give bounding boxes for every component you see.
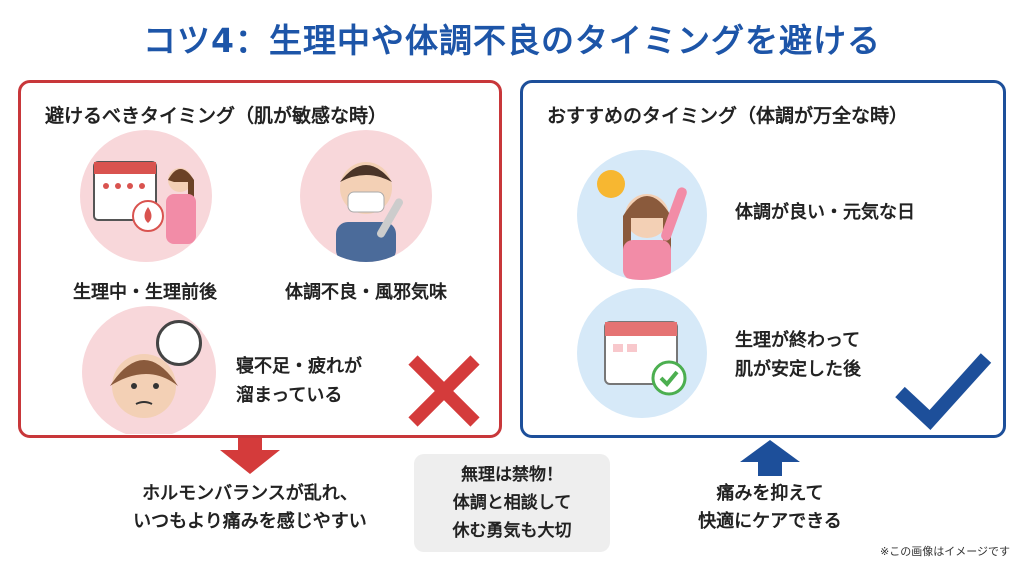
- avoid-heading: 避けるべきタイミング（肌が敏感な時）: [45, 105, 388, 127]
- avoid-result-line1: ホルモンバランスが乱れ、: [142, 483, 358, 504]
- avoid-item-tired-line2: 溜まっている: [236, 385, 343, 406]
- center-note: 無理は禁物！ 体調と相談して 休む勇気も大切: [414, 454, 610, 552]
- footnote: ※この画像はイメージです: [880, 545, 1010, 558]
- clock-icon: [156, 320, 202, 366]
- recommend-item-line2: 肌が安定した後: [735, 359, 861, 380]
- recommend-panel: おすすめのタイミング（体調が万全な時）: [520, 80, 1006, 438]
- avoid-item-tired-line1: 寝不足・疲れが: [236, 356, 362, 377]
- check-mark-icon: [895, 353, 992, 430]
- cross-mark-icon: [408, 355, 480, 427]
- avoid-item-tired: 寝不足・疲れが 溜まっている: [236, 352, 362, 410]
- up-arrow-icon: [740, 440, 800, 476]
- avoid-item-sick: 体調不良・風邪気味: [285, 282, 447, 303]
- recommend-item-healthy: 体調が良い・元気な日: [735, 202, 915, 223]
- recommend-result-line2: 快適にケアできる: [698, 511, 842, 532]
- center-note-line1: 無理は禁物！: [461, 465, 563, 485]
- sick-person-icon: [300, 130, 432, 262]
- happy-person-sun-icon: [577, 150, 707, 280]
- avoid-item-period: 生理中・生理前後: [73, 282, 217, 303]
- tired-person-icon: [82, 306, 216, 434]
- recommend-item-line1: 生理が終わって: [735, 330, 861, 351]
- avoid-panel: 避けるべきタイミング（肌が敏感な時）: [18, 80, 502, 438]
- center-note-line2: 体調と相談して: [452, 493, 572, 513]
- down-arrow-icon: [220, 438, 280, 474]
- avoid-result-line2: いつもより痛みを感じやすい: [133, 511, 367, 532]
- recommend-item-after-period: 生理が終わって 肌が安定した後: [735, 326, 861, 384]
- center-note-line3: 休む勇気も大切: [452, 521, 572, 541]
- page-title: コツ4：生理中や体調不良のタイミングを避ける: [143, 21, 881, 60]
- recommend-heading: おすすめのタイミング（体調が万全な時）: [547, 105, 909, 127]
- avoid-result: ホルモンバランスが乱れ、 いつもより痛みを感じやすい: [90, 480, 410, 536]
- calendar-check-icon: [577, 288, 707, 418]
- recommend-result-line1: 痛みを抑えて: [716, 483, 824, 504]
- recommend-result: 痛みを抑えて 快適にケアできる: [660, 480, 880, 536]
- calendar-menstruation-icon: [80, 130, 212, 262]
